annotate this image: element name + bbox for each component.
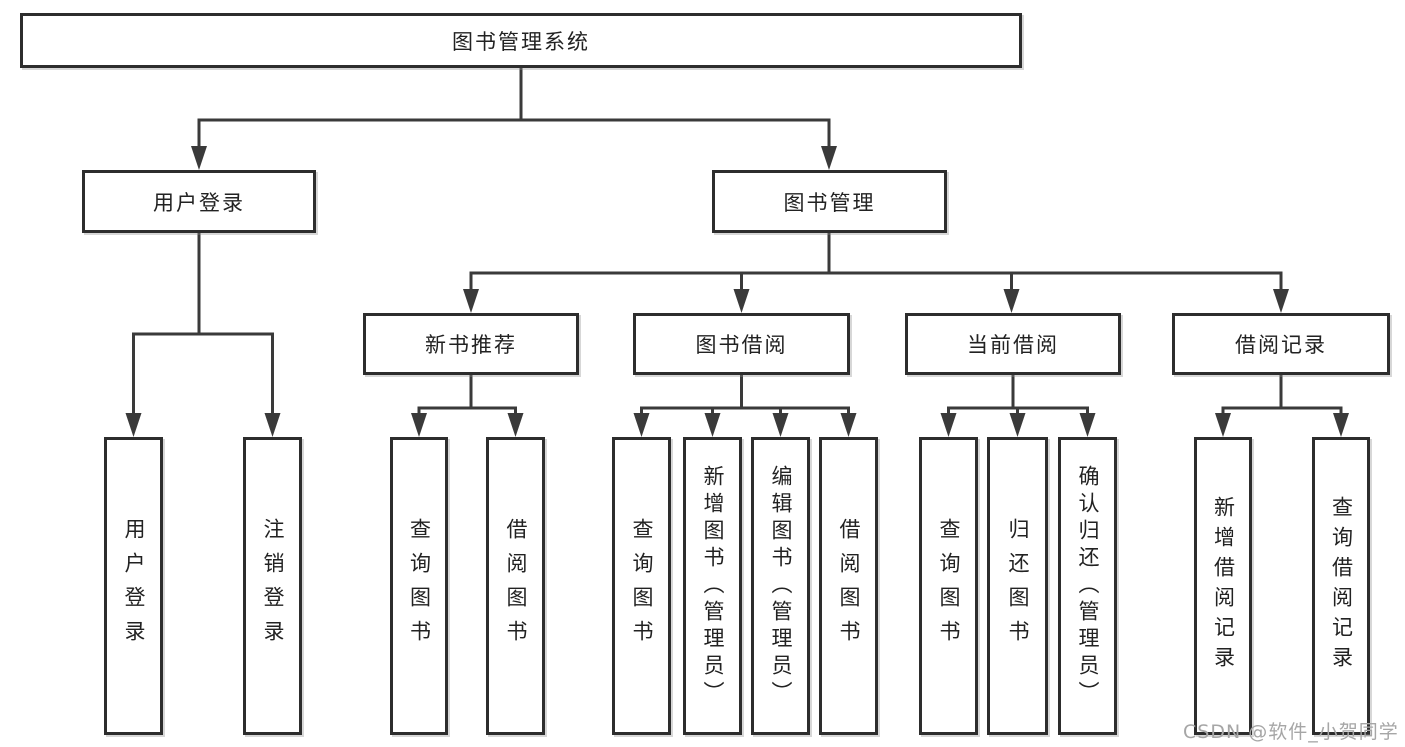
node-current-borrowing: 当前借阅 [905, 313, 1121, 375]
arrowhead-icon [772, 413, 789, 437]
node-new-book-recommend: 新书推荐 [363, 313, 579, 375]
arrowhead-icon [733, 289, 750, 313]
arrowhead-icon [1273, 289, 1289, 313]
leaf-query-books-recommend: 查询图书 [390, 437, 448, 735]
leaf-logout: 注销登录 [243, 437, 302, 735]
leaf-label: 查询借阅记录 [1329, 496, 1354, 676]
leaf-label: 查询图书 [630, 518, 654, 654]
leaf-query-books-borrow: 查询图书 [612, 437, 671, 735]
arrowhead-icon [1009, 413, 1026, 437]
node-label: 图书管理 [783, 190, 876, 215]
arrowhead-icon [704, 413, 721, 437]
leaf-add-books-admin: 新增图书（管理员） [683, 437, 742, 735]
leaf-query-borrow-record: 查询借阅记录 [1312, 437, 1370, 735]
leaf-label: 查询图书 [937, 518, 961, 654]
arrowhead-icon [840, 413, 857, 437]
leaf-return-books: 归还图书 [987, 437, 1048, 735]
arrowhead-icon [463, 289, 479, 313]
node-book-borrowing: 图书借阅 [633, 313, 850, 375]
arrowhead-icon [125, 413, 142, 437]
leaf-user-login: 用户登录 [104, 437, 163, 735]
arrowhead-icon [1003, 289, 1020, 313]
leaf-label: 确认归还（管理员） [1076, 464, 1100, 708]
arrowhead-icon [1215, 413, 1231, 437]
node-label: 当前借阅 [967, 333, 1059, 357]
arrowhead-icon [411, 413, 427, 437]
leaf-label: 注销登录 [261, 518, 285, 654]
leaf-label: 编辑图书（管理员） [769, 464, 793, 708]
leaf-label: 新增图书（管理员） [701, 464, 725, 708]
edge-borrowing-split [640, 406, 850, 416]
leaf-confirm-return-admin: 确认归还（管理员） [1058, 437, 1117, 735]
node-borrowing-records: 借阅记录 [1172, 313, 1390, 375]
leaf-add-borrow-record: 新增借阅记录 [1194, 437, 1252, 735]
node-label: 用户登录 [153, 190, 245, 215]
arrowhead-icon [1079, 413, 1096, 437]
leaf-label: 归还图书 [1006, 518, 1030, 654]
node-label: 图书管理系统 [452, 29, 590, 54]
arrowhead-icon [821, 146, 837, 170]
leaf-label: 借阅图书 [837, 518, 861, 654]
arrowhead-icon [940, 413, 957, 437]
leaf-label: 借阅图书 [504, 518, 528, 654]
edge-records-split [1221, 406, 1343, 416]
node-book-management: 图书管理 [712, 170, 947, 233]
edge-root-split [197, 118, 831, 150]
leaf-edit-books-admin: 编辑图书（管理员） [751, 437, 810, 735]
edge-recommend-split [417, 406, 517, 416]
node-library-management-system: 图书管理系统 [20, 13, 1022, 68]
leaf-borrow-books-recommend: 借阅图书 [486, 437, 545, 735]
edge-book-mgmt-split [469, 271, 1283, 292]
node-label: 借阅记录 [1235, 333, 1327, 357]
leaf-label: 查询图书 [407, 518, 432, 654]
node-label: 图书借阅 [695, 333, 788, 357]
arrowhead-icon [633, 413, 650, 437]
leaf-query-books-current: 查询图书 [919, 437, 978, 735]
node-user-login: 用户登录 [82, 170, 316, 233]
node-label: 新书推荐 [425, 333, 517, 357]
csdn-watermark: CSDN @软件_小贺同学 [1183, 721, 1399, 743]
arrowhead-icon [507, 413, 524, 437]
leaf-label: 用户登录 [122, 518, 146, 654]
leaf-label: 新增借阅记录 [1211, 496, 1236, 676]
leaf-borrow-books: 借阅图书 [819, 437, 878, 735]
edge-user-login-split [132, 332, 274, 416]
arrowhead-icon [191, 146, 207, 170]
arrowhead-icon [1333, 413, 1349, 437]
arrowhead-icon [264, 413, 281, 437]
